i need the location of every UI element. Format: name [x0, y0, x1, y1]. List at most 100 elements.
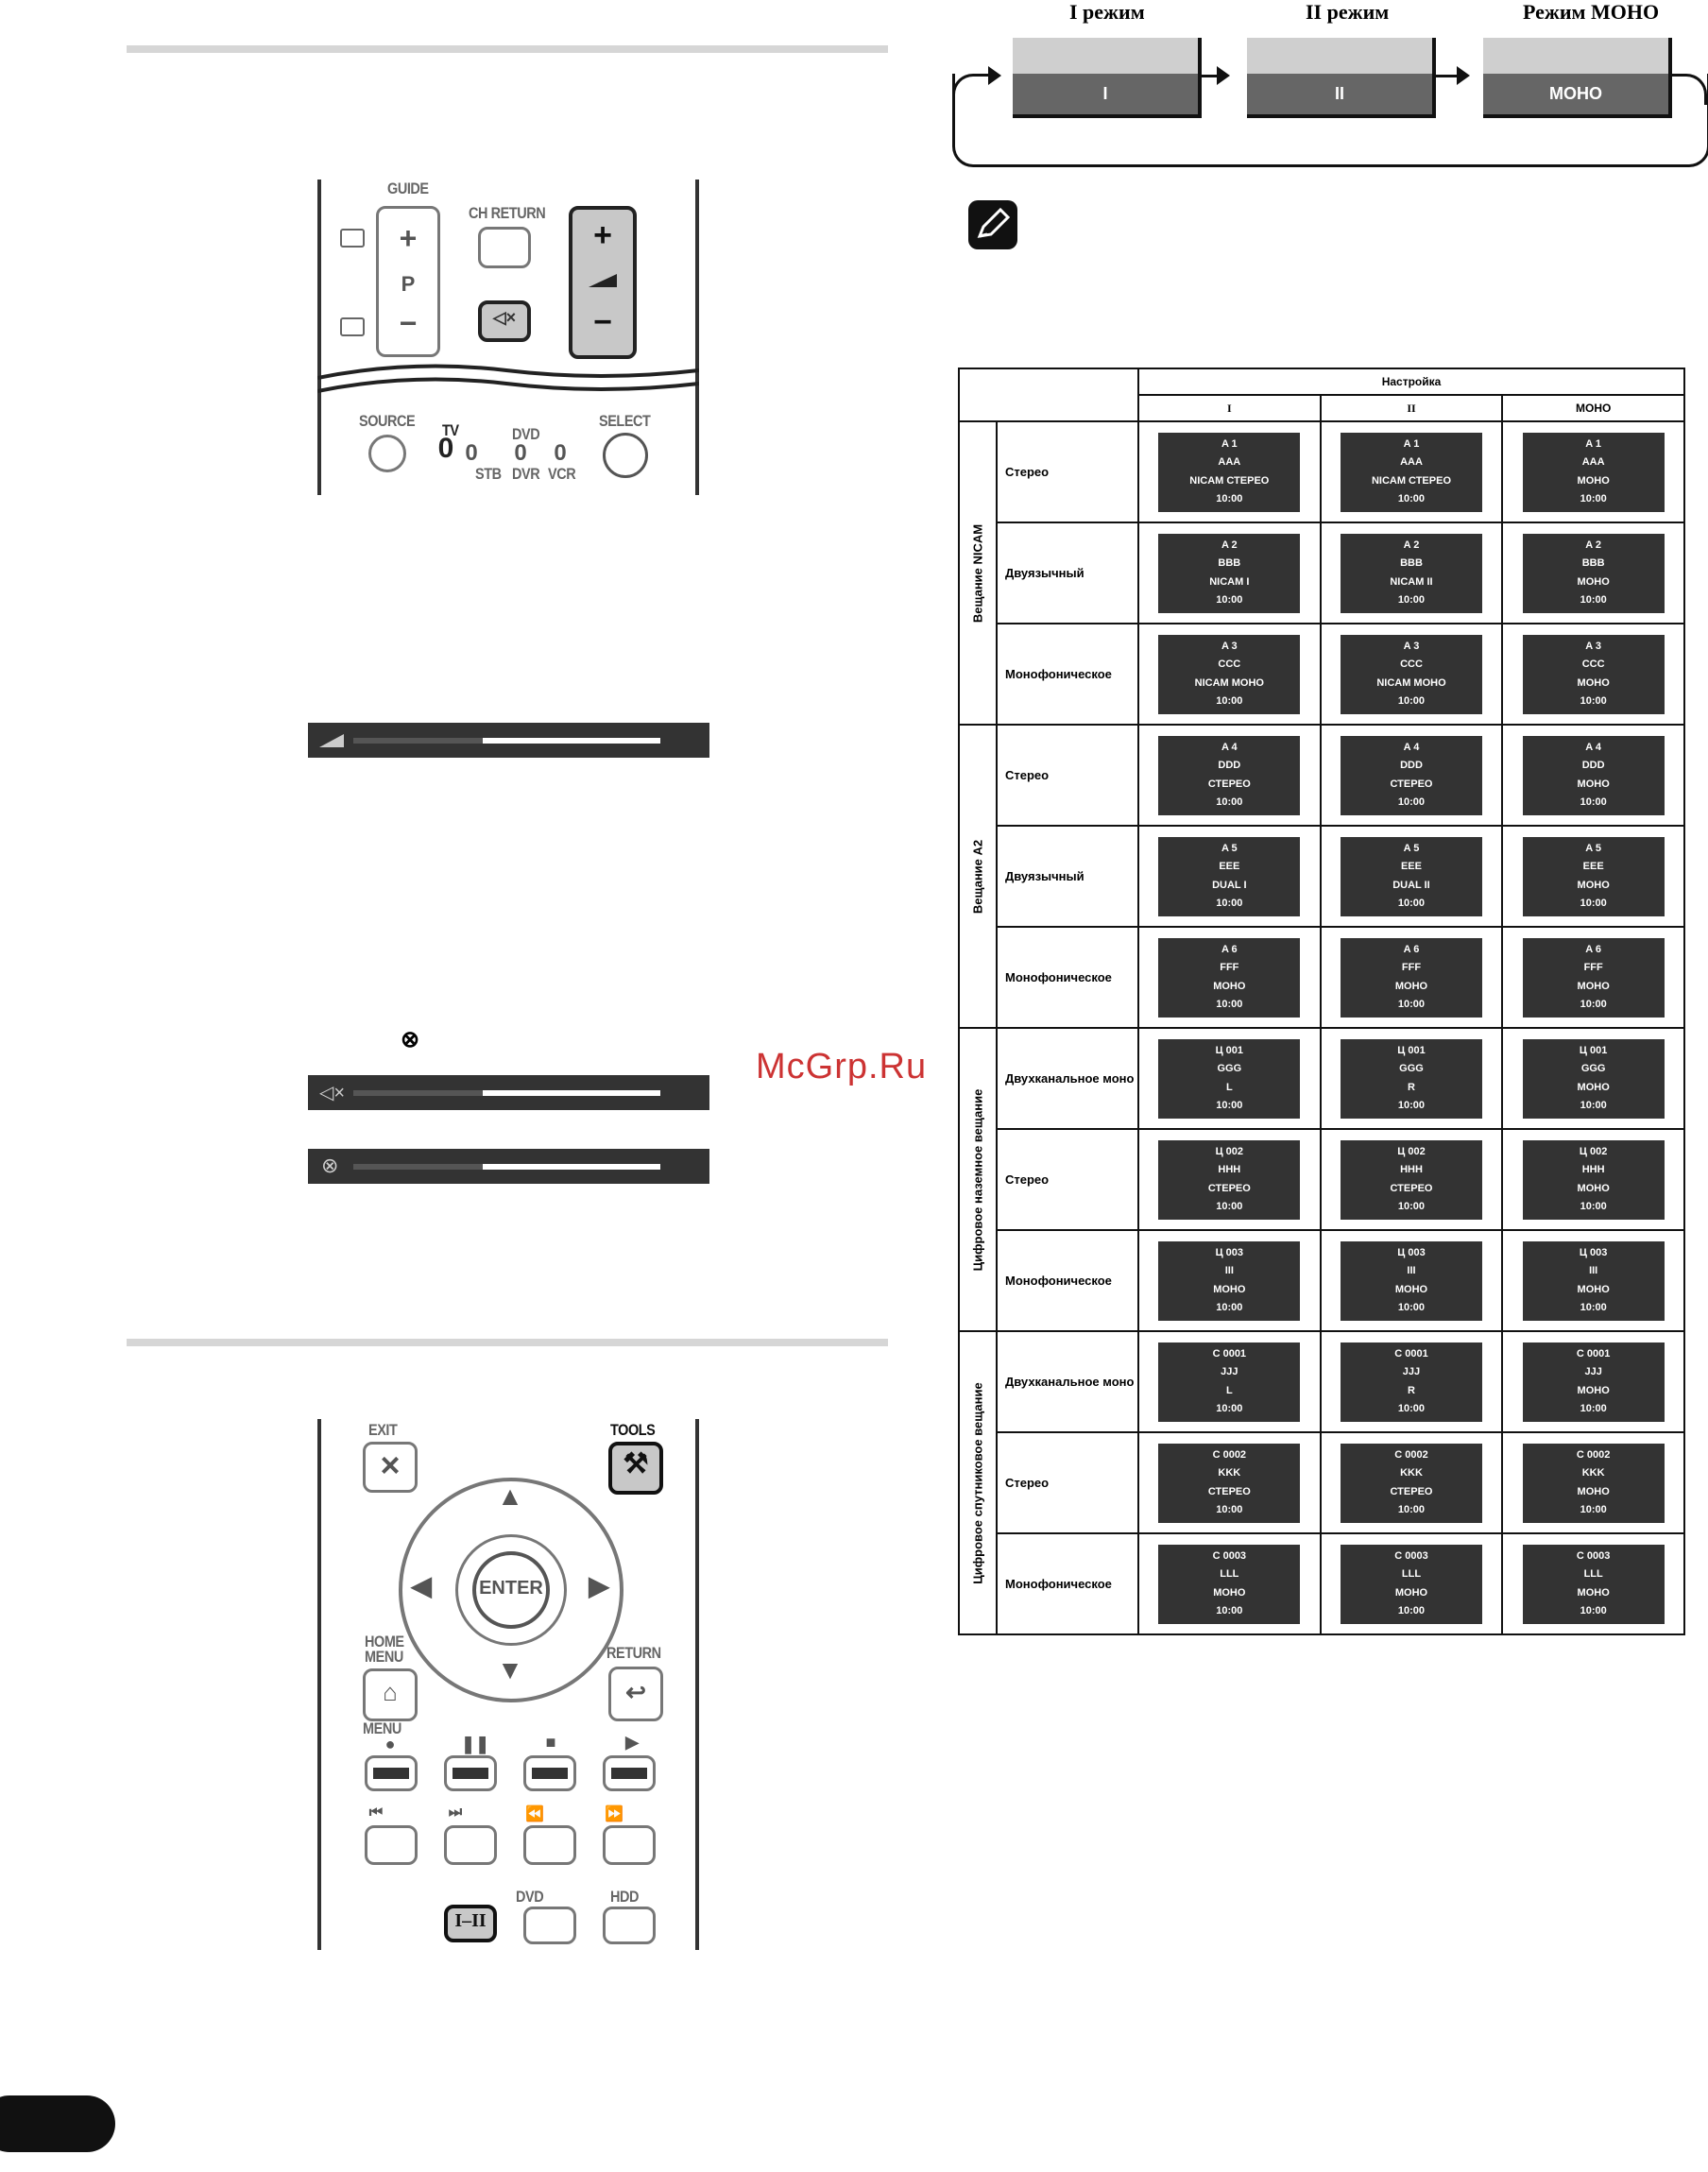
hdd-button[interactable]: [603, 1907, 656, 1944]
banner-line: DDD: [1581, 760, 1605, 771]
banner-line: DUAL I: [1212, 879, 1247, 891]
banner-line: FFF: [1401, 962, 1422, 973]
ch-return-button[interactable]: [478, 227, 531, 268]
banner-line: Ц 003: [1397, 1246, 1426, 1258]
direction-pad[interactable]: [399, 1478, 623, 1702]
banner-line: BBB: [1218, 557, 1241, 569]
next-button[interactable]: [444, 1825, 497, 1865]
volume-osd-icon: [319, 734, 344, 747]
banner-line: СТЕРЕО: [1207, 778, 1251, 790]
pause-button[interactable]: [444, 1755, 497, 1791]
banner-line: CCC: [1581, 658, 1605, 670]
stb-label: STB: [475, 465, 502, 483]
i-ii-button[interactable]: [444, 1905, 497, 1942]
banner-line: A 6: [1585, 943, 1602, 955]
banner-line: FFF: [1583, 962, 1603, 973]
tools-button[interactable]: [608, 1442, 663, 1495]
channel-rocker[interactable]: [376, 206, 440, 357]
banner-line: МОНО: [1577, 575, 1610, 588]
teletext-next-icon: [340, 229, 365, 248]
banner-line: L: [1225, 1384, 1233, 1396]
banner-line: С 0001: [1212, 1347, 1247, 1360]
banner-line: KKK: [1400, 1467, 1423, 1479]
banner-line: A 3: [1403, 640, 1420, 652]
exit-button[interactable]: [363, 1442, 418, 1493]
dvd-button[interactable]: [523, 1907, 576, 1944]
remote-top-illustration: GUIDE CH RETURN + P − ◁× + − SOURCE TV 0…: [317, 180, 699, 495]
close-icon: ×: [380, 1445, 401, 1484]
banner-line: A 5: [1585, 842, 1602, 854]
mode-ii-box[interactable]: II: [1247, 38, 1436, 118]
menu-label: MENU: [363, 1719, 401, 1737]
banner-line: 10:00: [1580, 999, 1607, 1010]
fast-forward-button[interactable]: [603, 1825, 656, 1865]
banner-line: МОНО: [1394, 1283, 1428, 1295]
banner-line: A 2: [1221, 539, 1238, 551]
banner-line: СТЕРЕО: [1390, 1182, 1433, 1194]
banner-line: CCC: [1218, 658, 1241, 670]
left-arrow-icon: ◀: [411, 1571, 432, 1600]
banner-line: 10:00: [1580, 493, 1607, 505]
banner-line: МОНО: [1577, 1384, 1610, 1396]
record-button[interactable]: [365, 1755, 418, 1791]
banner-line: KKK: [1218, 1467, 1241, 1479]
source-button[interactable]: [368, 435, 406, 472]
dvd-label-bottom: DVD: [516, 1888, 544, 1906]
flow-line-1: [1202, 75, 1217, 77]
mode-i-box[interactable]: I: [1013, 38, 1202, 118]
col-header-mono: МОНО: [1501, 394, 1685, 422]
return-button[interactable]: [608, 1667, 663, 1721]
banner-line: МОНО: [1577, 980, 1610, 992]
banner-line: 10:00: [1580, 1504, 1607, 1515]
broadcast-type-label: Монофоническое: [996, 1229, 1139, 1332]
volume-fill: [482, 738, 660, 744]
hdd-label: HDD: [610, 1888, 640, 1906]
banner-line: 10:00: [1397, 999, 1426, 1010]
prev-button[interactable]: [365, 1825, 418, 1865]
banner-line: МОНО: [1394, 980, 1428, 992]
banner-line: 10:00: [1216, 1504, 1243, 1515]
teletext-prev-icon: [340, 317, 365, 336]
play-button[interactable]: [603, 1755, 656, 1791]
home-menu-button[interactable]: [363, 1668, 418, 1721]
note-pencil-icon: [968, 200, 1017, 249]
banner-line: III: [1224, 1265, 1234, 1276]
banner-line: 10:00: [1397, 898, 1426, 909]
banner-line: HHH: [1581, 1164, 1605, 1175]
rewind-button[interactable]: [523, 1825, 576, 1865]
select-button[interactable]: [603, 433, 648, 478]
enter-button[interactable]: [455, 1534, 567, 1646]
mute-osd-icon: ◁×: [319, 1083, 346, 1103]
stop-icon: ■: [545, 1733, 556, 1752]
banner-line: МОНО: [1577, 1081, 1610, 1093]
flow-line-2: [1436, 75, 1457, 77]
banner-line: AAA: [1218, 456, 1241, 468]
stop-button[interactable]: [523, 1755, 576, 1791]
channel-plus: +: [399, 221, 418, 255]
banner-line: AAA: [1400, 456, 1423, 468]
banner-line: С 0001: [1394, 1347, 1428, 1360]
col-header-i: I: [1137, 394, 1322, 422]
banner-line: 10:00: [1580, 1403, 1607, 1414]
banner-line: С 0002: [1212, 1448, 1247, 1461]
mute-button[interactable]: [478, 300, 531, 342]
mode-mono-box[interactable]: МОНО: [1483, 38, 1672, 118]
